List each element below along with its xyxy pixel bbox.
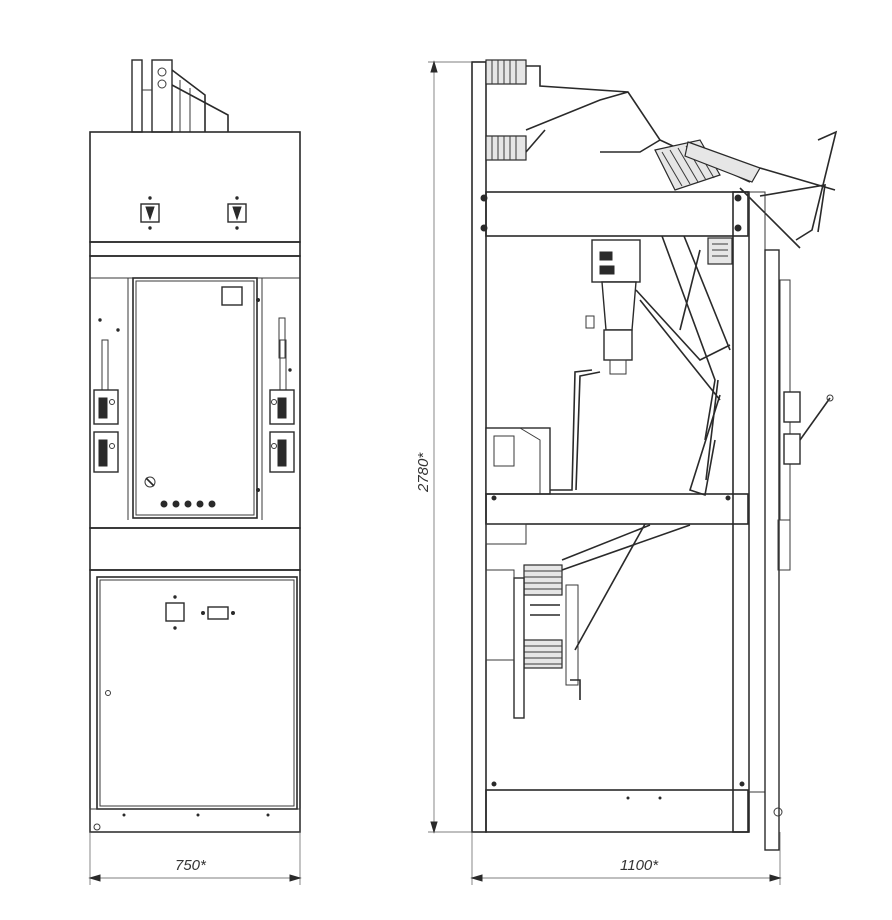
front-top-indicators bbox=[140, 196, 247, 230]
depth-label: 1100* bbox=[620, 857, 659, 874]
circuit-breaker bbox=[585, 235, 733, 441]
right-mechanism bbox=[269, 317, 295, 473]
middle-beam bbox=[485, 493, 749, 525]
contact-block bbox=[485, 427, 551, 495]
depth-dimension: 1100* bbox=[470, 832, 782, 885]
front-middle-compartment bbox=[89, 255, 301, 529]
height-label: 2780* bbox=[415, 452, 432, 493]
front-post bbox=[732, 191, 750, 833]
side-back-wall bbox=[471, 61, 487, 833]
door-lock bbox=[105, 690, 111, 696]
height-dimension: 2780* bbox=[415, 60, 472, 834]
top-beam bbox=[485, 191, 749, 237]
signal-lamps bbox=[160, 500, 216, 508]
front-view bbox=[89, 59, 301, 833]
door-label bbox=[207, 606, 229, 620]
selector-switch bbox=[144, 476, 156, 488]
top-connector bbox=[131, 59, 229, 133]
upper-right-insulator bbox=[654, 130, 838, 249]
meter-window bbox=[221, 286, 243, 306]
side-door-mechanism bbox=[764, 249, 834, 851]
front-top-compartment bbox=[89, 131, 301, 243]
left-mechanism bbox=[93, 318, 120, 473]
cable-door bbox=[96, 576, 298, 810]
width-dimension: 750* bbox=[88, 832, 302, 885]
width-label: 750* bbox=[175, 857, 207, 874]
door-indicator bbox=[165, 602, 185, 622]
side-view bbox=[471, 59, 838, 851]
front-bottom-compartment bbox=[89, 569, 301, 833]
lower-insulators bbox=[485, 523, 691, 719]
relay-door bbox=[132, 277, 258, 519]
side-bottom-plate bbox=[485, 789, 749, 833]
